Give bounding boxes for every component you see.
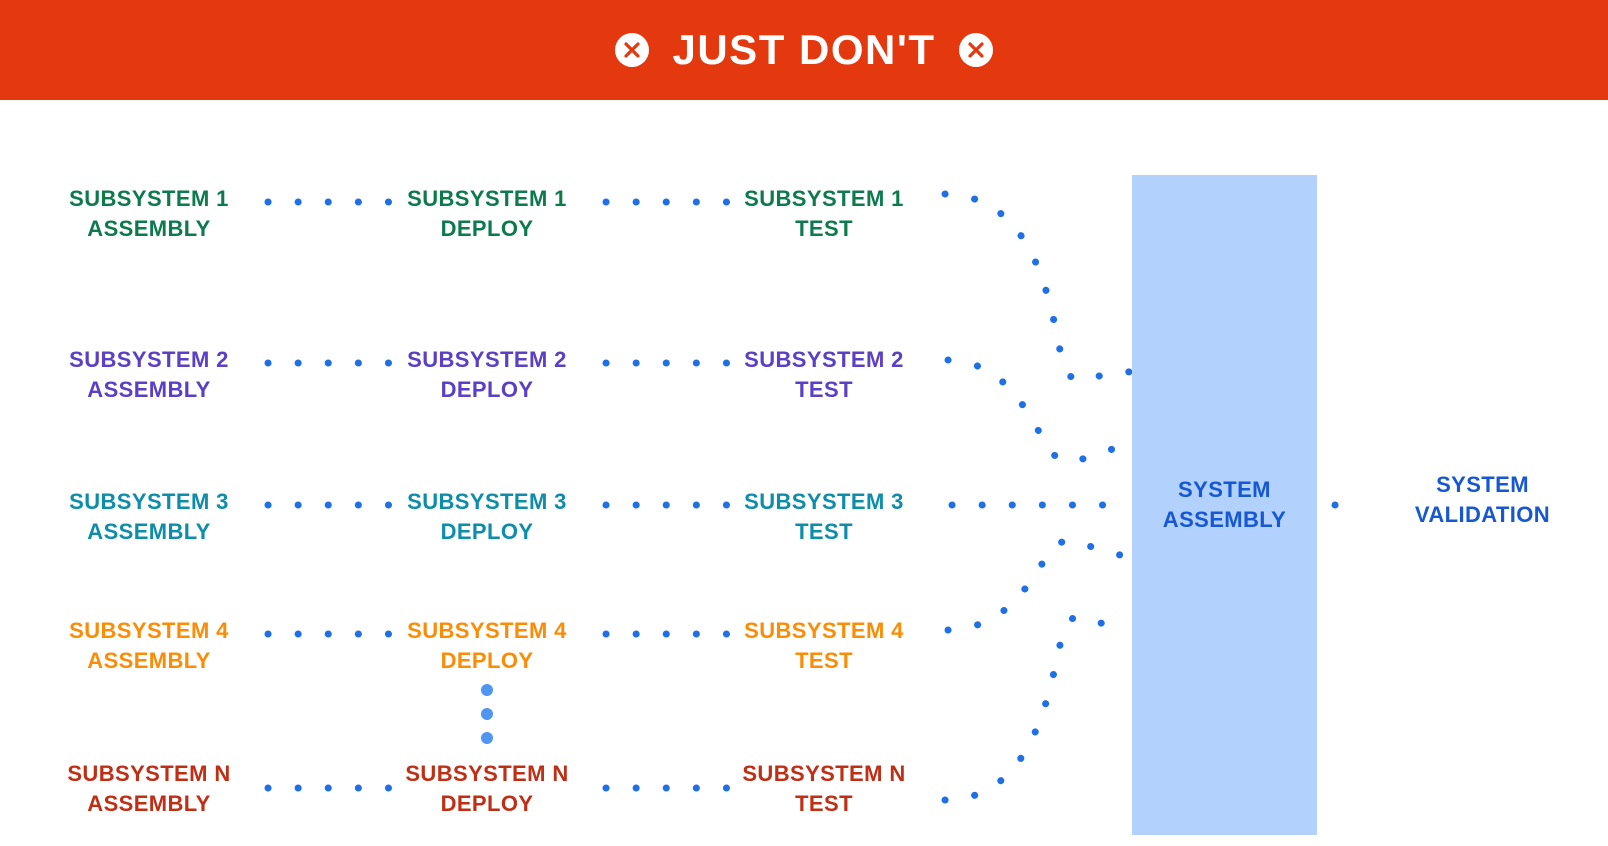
node-subsystem-2-deploy[interactable]: SUBSYSTEM 2 DEPLOY	[407, 347, 567, 402]
node-subsystem-2-assembly[interactable]: SUBSYSTEM 2 ASSEMBLY	[69, 347, 229, 402]
page-title: JUST DON'T	[672, 26, 936, 73]
connector-rn-test-to-system	[941, 613, 1134, 804]
system-validation-label[interactable]: SYSTEM VALIDATION	[1414, 472, 1551, 527]
node-subsystem-3-assembly[interactable]: SUBSYSTEM 3 ASSEMBLY	[69, 489, 229, 544]
node-subsystem-4-assembly[interactable]: SUBSYSTEM 4 ASSEMBLY	[69, 618, 229, 673]
x-circle-icon-left	[614, 32, 650, 68]
node-subsystem-n-assembly[interactable]: SUBSYSTEM N ASSEMBLY	[67, 761, 231, 816]
connector-r4-test-to-system	[944, 537, 1134, 634]
node-subsystem-1-deploy[interactable]: SUBSYSTEM 1 DEPLOY	[407, 186, 567, 241]
node-subsystem-1-assembly[interactable]: SUBSYSTEM 1 ASSEMBLY	[69, 186, 229, 241]
vertical-ellipsis-icon	[481, 684, 493, 744]
node-subsystem-3-deploy[interactable]: SUBSYSTEM 3 DEPLOY	[407, 489, 567, 544]
node-subsystem-3-test[interactable]: SUBSYSTEM 3 TEST	[744, 489, 904, 544]
connector-r1-test-to-system	[941, 190, 1134, 384]
header-banner: JUST DON'T	[0, 0, 1608, 100]
system-assembly-label: SYSTEM ASSEMBLY	[1162, 477, 1287, 532]
connector-r2-test-to-system	[944, 356, 1134, 465]
system-assembly-box[interactable]: SYSTEM ASSEMBLY	[1132, 175, 1317, 835]
node-subsystem-2-test[interactable]: SUBSYSTEM 2 TEST	[744, 347, 904, 402]
x-circle-icon-right	[958, 32, 994, 68]
node-subsystem-n-test[interactable]: SUBSYSTEM N TEST	[742, 761, 906, 816]
node-subsystem-1-test[interactable]: SUBSYSTEM 1 TEST	[744, 186, 904, 241]
node-subsystem-n-deploy[interactable]: SUBSYSTEM N DEPLOY	[405, 761, 569, 816]
node-subsystem-4-deploy[interactable]: SUBSYSTEM 4 DEPLOY	[407, 618, 567, 673]
pipeline-diagram: SUBSYSTEM 1 ASSEMBLY SUBSYSTEM 2 ASSEMBL…	[0, 100, 1608, 846]
node-subsystem-4-test[interactable]: SUBSYSTEM 4 TEST	[744, 618, 904, 673]
